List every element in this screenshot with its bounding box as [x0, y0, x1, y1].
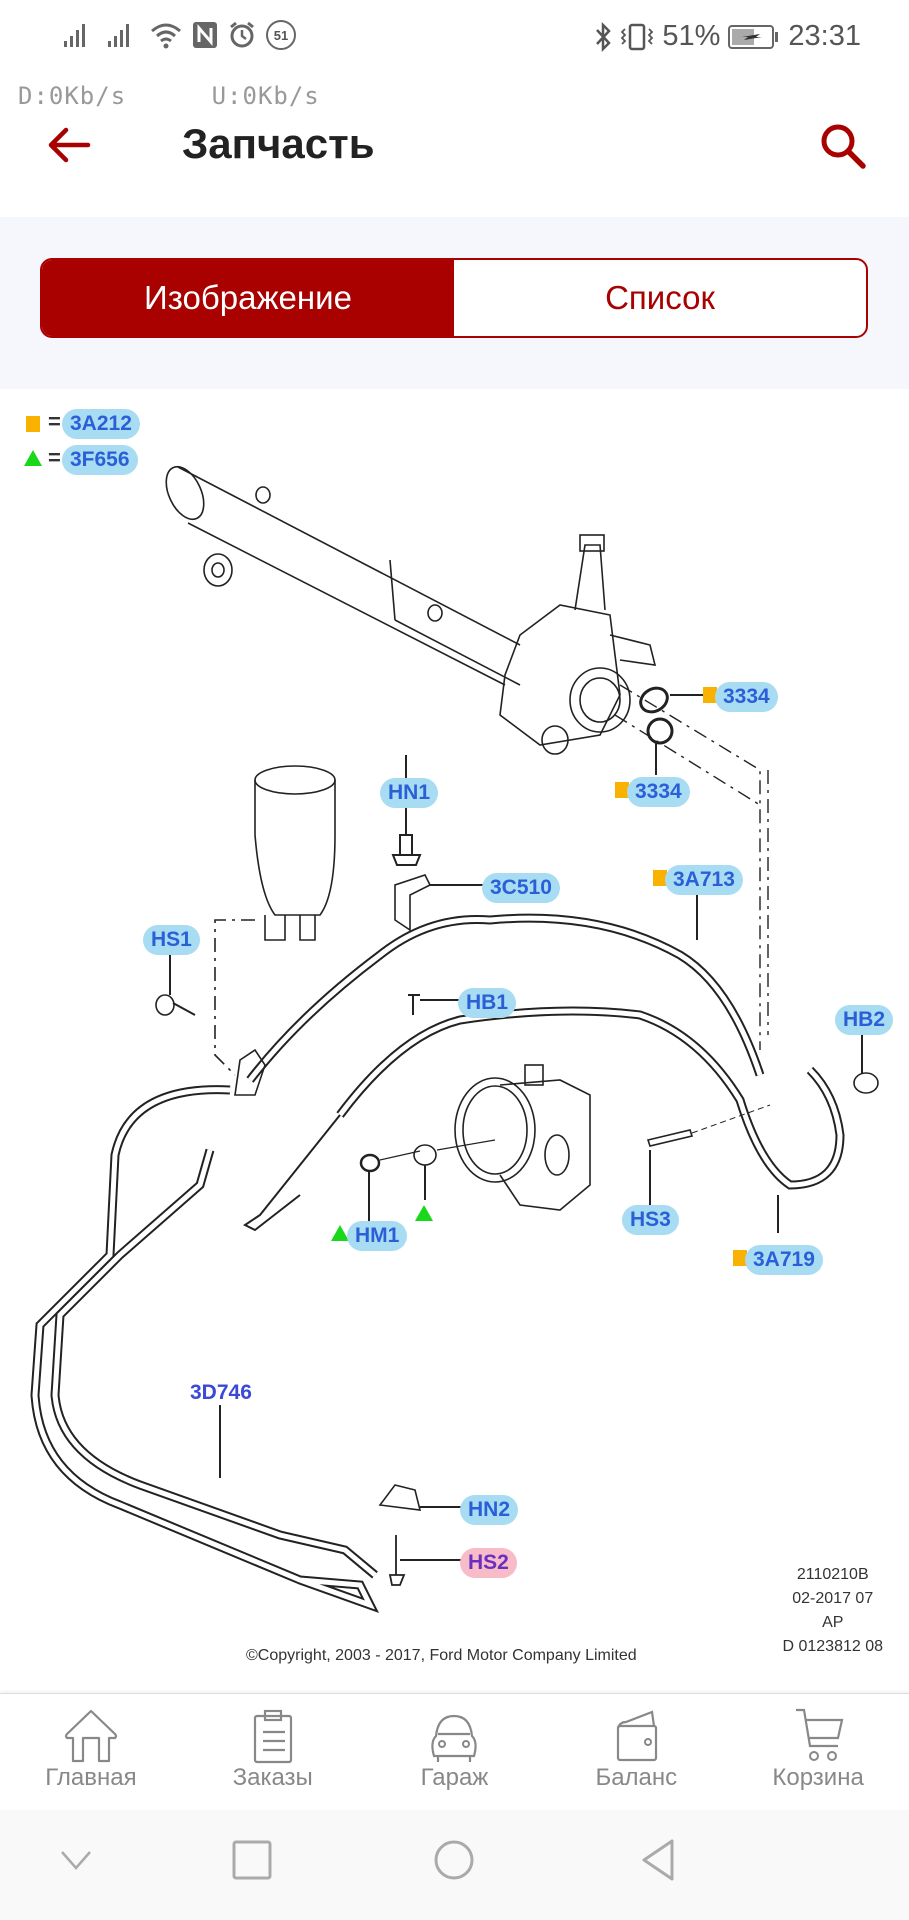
callout-3334-b[interactable]: 3334: [627, 777, 690, 807]
legend-part-3f656[interactable]: 3F656: [62, 445, 138, 475]
nav-label: Корзина: [772, 1764, 864, 1791]
bluetooth-icon: [596, 21, 612, 52]
callout-square-marker: [733, 1250, 747, 1266]
chevron-down-icon[interactable]: [58, 1838, 94, 1878]
legend-equals: =: [48, 445, 61, 470]
back-button[interactable]: [44, 120, 94, 170]
callout-3a719[interactable]: 3A719: [745, 1245, 823, 1275]
nav-label: Гараж: [420, 1764, 489, 1791]
reservoir-drawing: [214, 765, 336, 1076]
status-bar: 51 51% 23:31: [0, 0, 909, 72]
alarm-icon: [230, 21, 254, 48]
callout-3a713[interactable]: 3A713: [665, 865, 743, 895]
wallet-icon: [617, 1710, 658, 1762]
arrow-left-icon: [48, 127, 91, 163]
callout-3c510[interactable]: 3C510: [482, 873, 560, 903]
wifi-icon: [151, 23, 181, 49]
callout-hs3[interactable]: HS3: [622, 1205, 679, 1235]
home-icon: [64, 1709, 117, 1763]
search-icon: [821, 124, 866, 169]
legend-triangle-marker: [24, 450, 42, 466]
system-nav-bar: [0, 1810, 909, 1920]
battery-percent: 51%: [662, 20, 721, 52]
back-triangle-icon[interactable]: [636, 1838, 680, 1882]
meta-line: AP: [822, 1614, 844, 1631]
notification-count-icon: 51: [266, 20, 296, 50]
meta-line: 2110210B: [796, 1566, 869, 1583]
legend-square-marker: [26, 416, 40, 432]
meta-line: 02-2017 07: [792, 1590, 874, 1607]
signal-icon: [64, 24, 85, 47]
callout-hm1[interactable]: HM1: [347, 1221, 408, 1251]
callout-3334-a[interactable]: 3334: [715, 682, 778, 712]
callout-hb2[interactable]: HB2: [835, 1005, 894, 1035]
signal-icon-2: [108, 24, 129, 47]
home-circle-icon[interactable]: [432, 1838, 476, 1882]
callout-hn2[interactable]: HN2: [460, 1495, 519, 1525]
recents-square-icon[interactable]: [230, 1838, 274, 1882]
nfc-icon: [193, 22, 217, 48]
vibrate-icon: [621, 23, 654, 50]
diagram-meta: 2110210B 02-2017 07 AP D 0123812 08: [782, 1563, 883, 1659]
status-right: 51% 23:31: [594, 20, 861, 53]
net-down: D:0Kb/s: [18, 82, 127, 110]
pump-drawing: [359, 1064, 591, 1225]
view-toggle: Изображение Список: [40, 258, 868, 338]
clock: 23:31: [788, 20, 861, 52]
callout-hb1[interactable]: HB1: [458, 988, 517, 1018]
tab-image[interactable]: Изображение: [42, 260, 454, 336]
status-left: 51: [62, 20, 296, 50]
callout-triangle-marker: [415, 1205, 433, 1221]
nav-orders[interactable]: Заказы: [182, 1694, 364, 1806]
nav-home[interactable]: Главная: [0, 1694, 182, 1806]
nav-garage[interactable]: Гараж: [364, 1694, 546, 1806]
steering-rack-drawing: [165, 465, 657, 755]
cart-icon: [796, 1708, 844, 1761]
tab-list[interactable]: Список: [605, 279, 715, 316]
nav-cart[interactable]: Корзина: [727, 1694, 909, 1806]
page-title: Запчасть: [182, 120, 375, 167]
nav-label: Главная: [45, 1764, 137, 1791]
legend-equals: =: [48, 409, 61, 434]
legend-part-3a212[interactable]: 3A212: [62, 409, 140, 439]
search-button[interactable]: [817, 120, 869, 172]
diagram-drawing: [30, 465, 879, 1614]
callout-hn1[interactable]: HN1: [380, 778, 439, 808]
callout-square-marker: [703, 687, 717, 703]
callout-hs1[interactable]: HS1: [143, 925, 200, 955]
network-speed: D:0Kb/s U:0Kb/s: [18, 82, 390, 110]
nav-label: Заказы: [232, 1764, 313, 1791]
nav-balance[interactable]: Баланс: [545, 1694, 727, 1806]
meta-line: D 0123812 08: [782, 1638, 883, 1655]
clipboard-icon: [253, 1709, 292, 1764]
callout-square-marker: [653, 870, 667, 886]
bottom-nav: Главная Заказы Гараж Баланс Корзина: [0, 1693, 909, 1806]
copyright: ©Copyright, 2003 - 2017, Ford Motor Comp…: [246, 1647, 637, 1664]
parts-diagram: = 3A212 = 3F656 3334 3334 HN1 3C510 3A71…: [0, 395, 909, 1685]
nav-label: Баланс: [595, 1764, 678, 1791]
callout-hs2[interactable]: HS2: [460, 1548, 517, 1578]
callout-square-marker: [615, 782, 629, 798]
car-icon: [431, 1714, 478, 1762]
battery-charging-icon: [728, 24, 779, 49]
net-up: U:0Kb/s: [211, 82, 320, 110]
callout-triangle-marker: [331, 1225, 349, 1241]
callout-3d746[interactable]: 3D746: [190, 1381, 252, 1404]
